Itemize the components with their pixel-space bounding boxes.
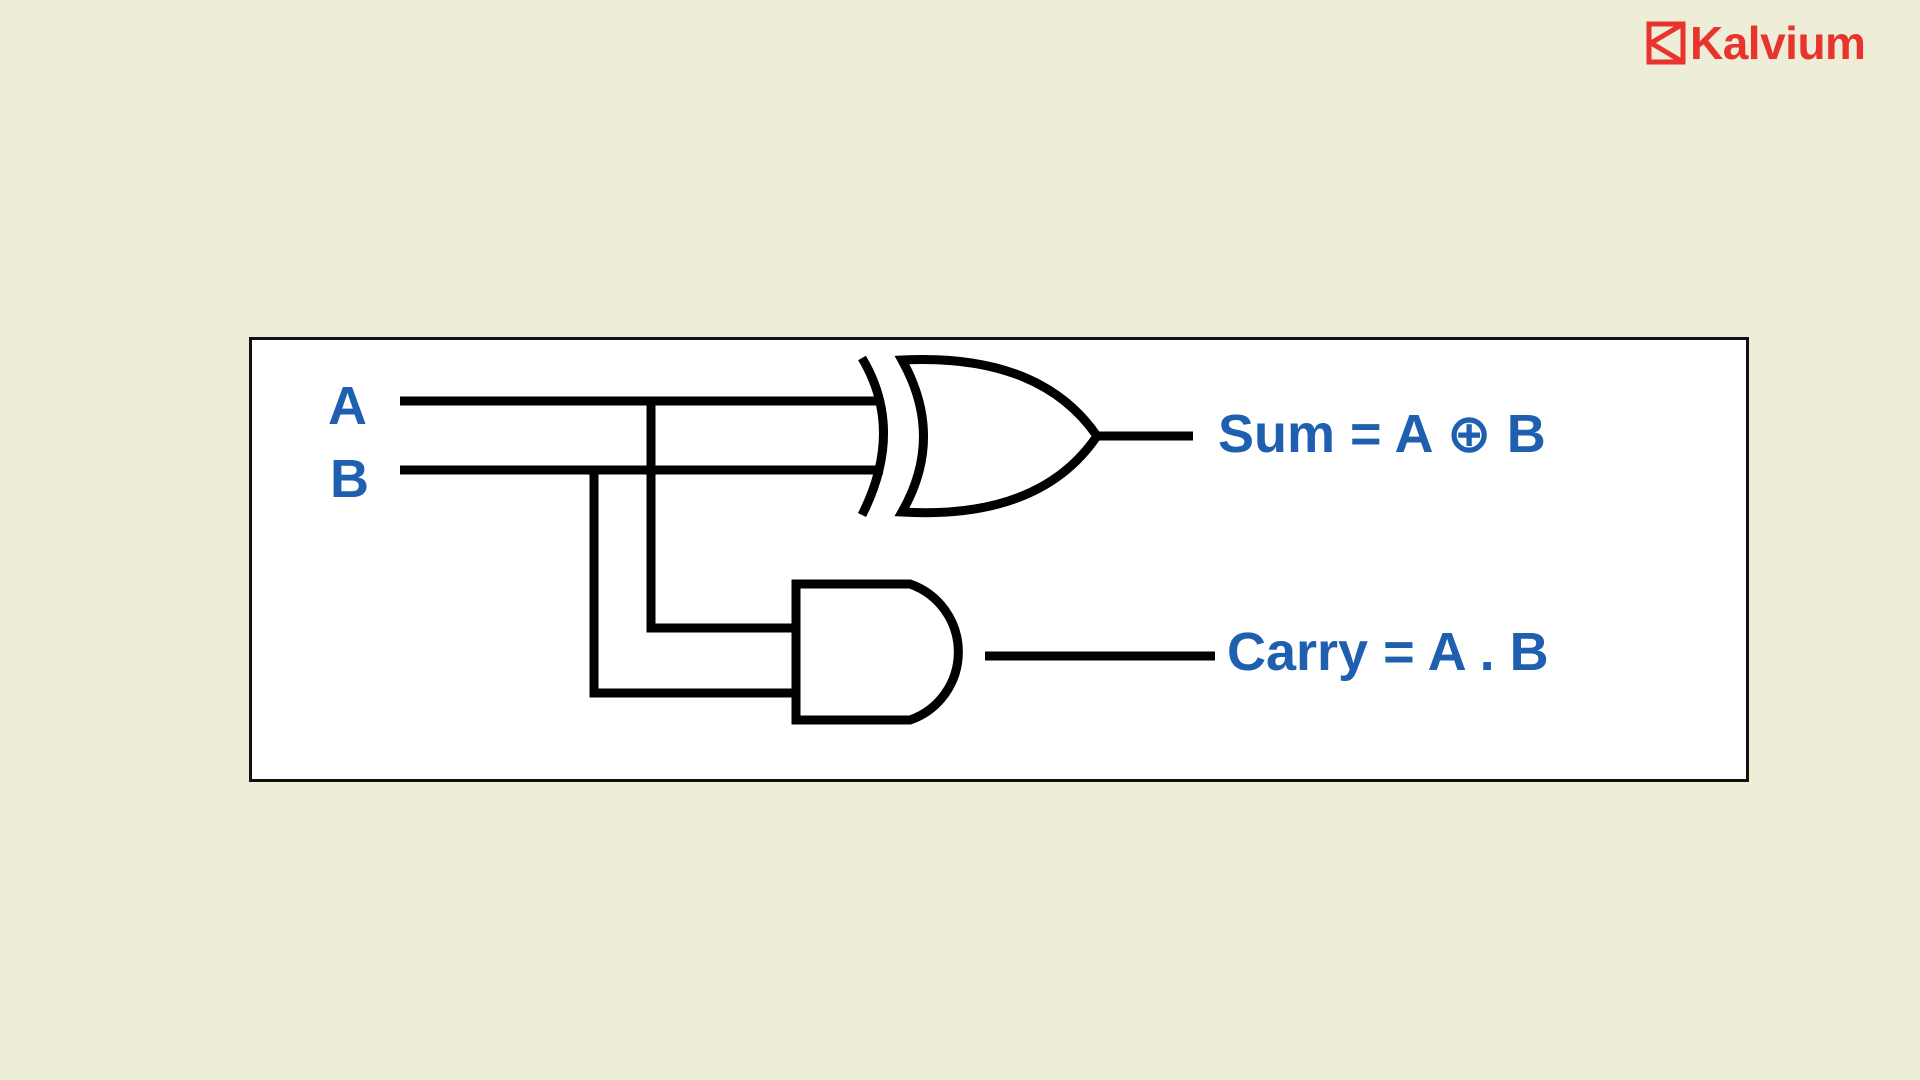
input-a-label: A [328, 376, 367, 436]
xor-body [894, 354, 1103, 518]
brand-logo: Kalvium [1646, 17, 1866, 69]
kalvium-logo-icon [1646, 21, 1686, 65]
sum-output-label: Sum = A ⊕ B [1218, 404, 1546, 464]
wire-a-to-and [646, 401, 792, 633]
brand-name: Kalvium [1690, 17, 1866, 69]
carry-output-label: Carry = A . B [1227, 622, 1549, 682]
input-b-label: B [330, 449, 369, 509]
xor-input-arc [857, 355, 888, 518]
and-gate [791, 579, 963, 725]
xor-gate [857, 354, 1103, 518]
wire-b-to-and [589, 470, 792, 698]
half-adder-diagram-frame [249, 337, 1749, 782]
